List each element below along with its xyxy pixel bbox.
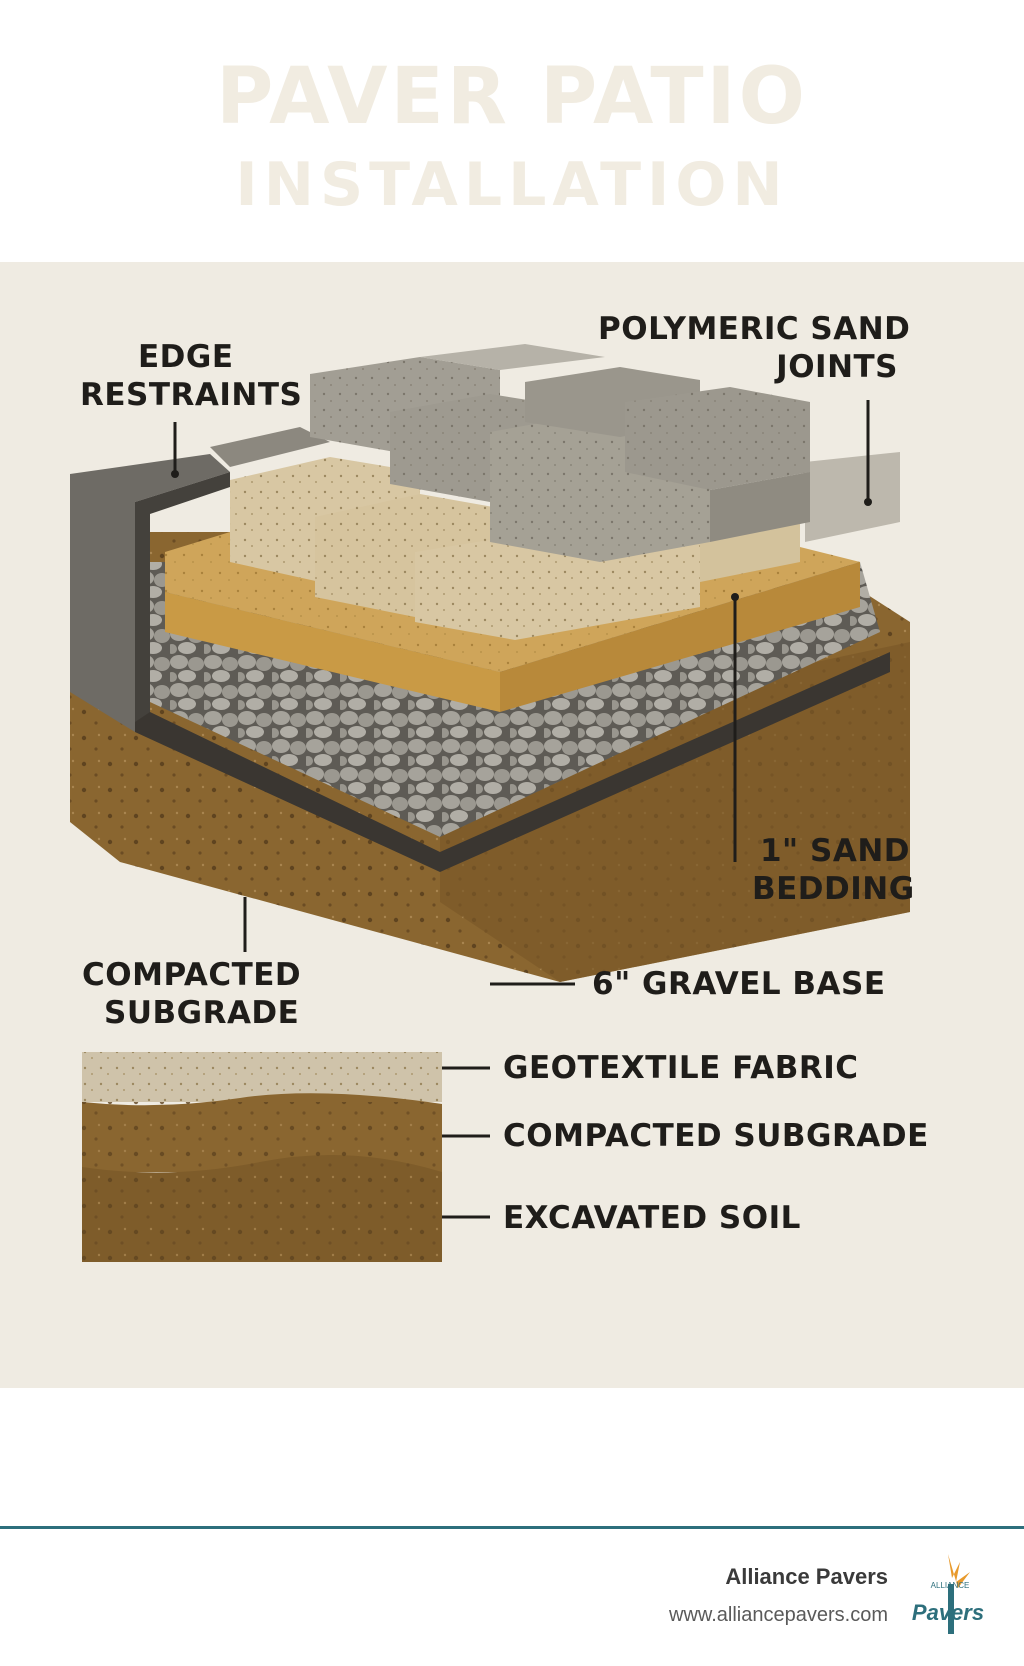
label-compacted-subgrade-line1: COMPACTED [82,957,302,993]
label-sand-bedding-line1: 1" SAND [759,833,910,869]
diagram-panel: EDGE RESTRAINTS POLYMERIC SAND JOINTS 1"… [0,262,1024,1388]
label-polymeric-sand-line1: POLYMERIC SAND [598,311,911,347]
svg-text:ALLIANCE: ALLIANCE [931,1581,970,1590]
label-excavated-soil: EXCAVATED SOIL [503,1200,801,1236]
label-polymeric-sand-line2: JOINTS [776,349,898,385]
label-compacted-subgrade-main: COMPACTED SUBGRADE [82,956,301,1032]
title-sub: INSTALLATION [235,150,789,220]
tan-pavers [210,427,900,640]
alliance-pavers-logo: ALLIANCE Pavers [908,1548,992,1644]
gray-pavers [310,344,810,562]
label-edge-restraints: EDGE RESTRAINTS [80,338,302,414]
label-compacted-subgrade-line2: SUBGRADE [104,995,300,1031]
cross-section-illustration [70,344,910,1262]
label-polymeric-sand: POLYMERIC SAND JOINTS [598,310,911,386]
edge-restraint [70,454,230,732]
brand-name: Alliance Pavers [725,1564,888,1589]
footer-divider [0,1526,1024,1529]
label-sand-bedding: 1" SAND BEDDING [752,832,915,908]
label-edge-restraints-line1: EDGE [138,339,234,375]
label-gravel-base: 6" GRAVEL BASE [592,966,886,1002]
label-geotextile-fabric: GEOTEXTILE FABRIC [503,1050,859,1086]
label-edge-restraints-line2: RESTRAINTS [80,377,303,413]
label-sand-bedding-line2: BEDDING [752,871,915,907]
title-block: PAVER PATIO INSTALLATION [0,0,1024,260]
inset-cross-section [82,1052,442,1262]
brand-url[interactable]: www.alliancepavers.com [669,1604,888,1626]
svg-text:Pavers: Pavers [912,1600,984,1625]
title-main: PAVER PATIO [216,52,808,142]
label-inset-compacted-subgrade: COMPACTED SUBGRADE [503,1118,929,1154]
